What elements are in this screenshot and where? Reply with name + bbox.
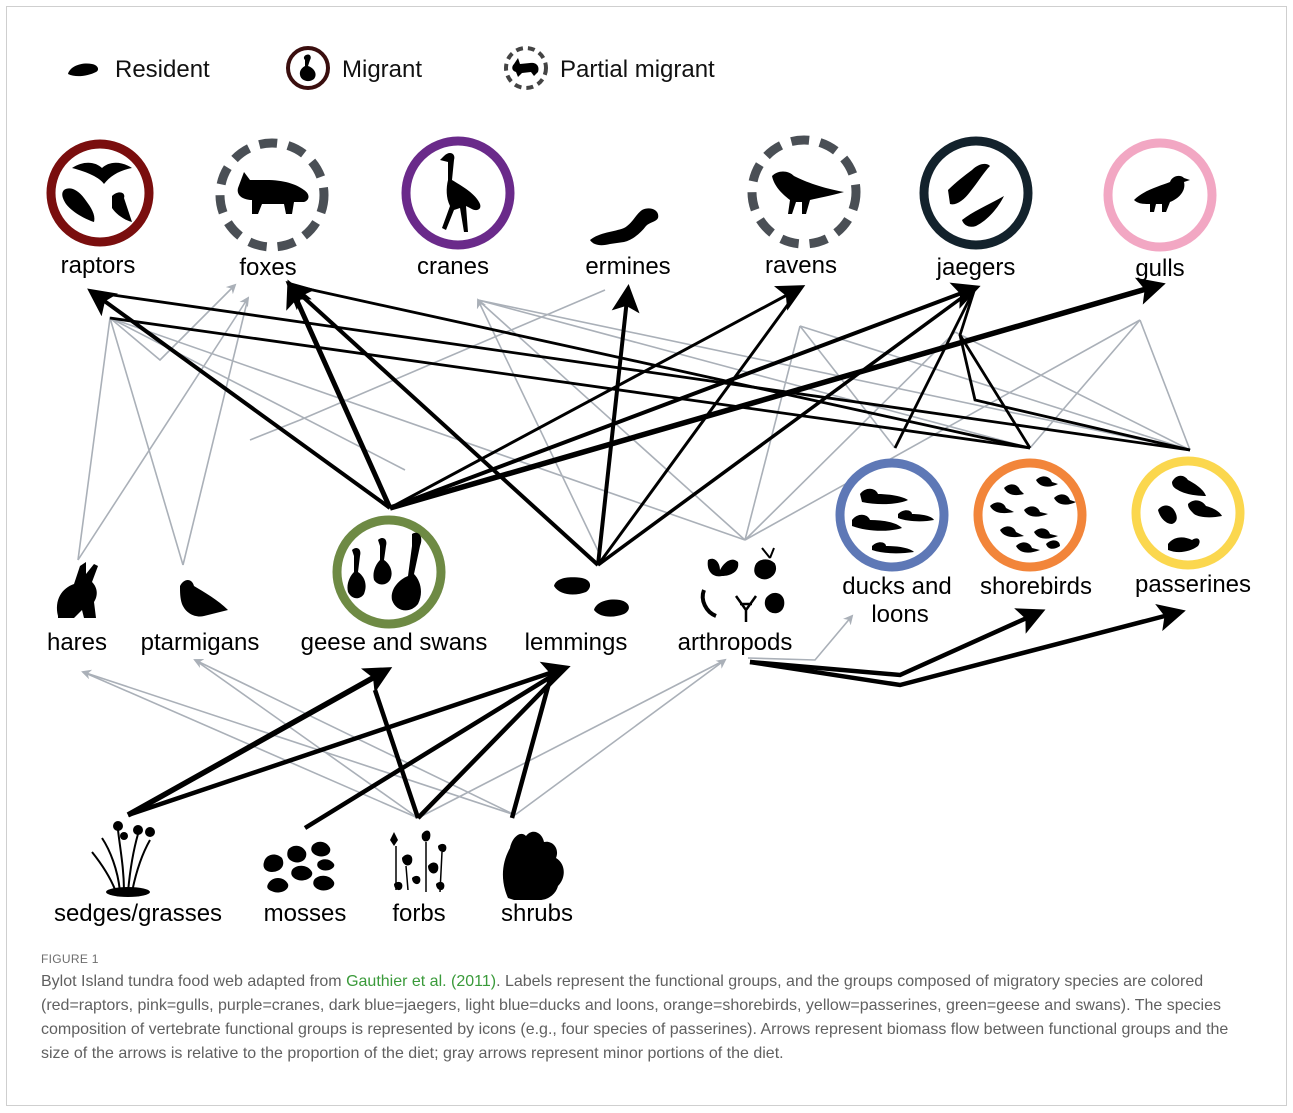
node-lemmings: lemmings (525, 577, 629, 656)
caption-text-start: Bylot Island tundra food web adapted fro… (41, 973, 347, 990)
ptarmigan-icon (180, 580, 228, 617)
legend: Resident Migrant Partial migrant (68, 46, 715, 90)
hare-icon (56, 562, 98, 618)
node-ermines: ermines (585, 208, 671, 280)
crane-icon (440, 153, 481, 232)
shrub-icon (502, 831, 564, 900)
fox-icon (237, 172, 309, 214)
node-label-raptors: raptors (61, 252, 136, 279)
node-label-geese: geese and swans (301, 629, 488, 656)
passerine-icon (1158, 475, 1222, 553)
figure-label: FIGURE 1 (41, 952, 99, 966)
node-mosses: mosses (263, 841, 347, 927)
node-label-ptarmigans: ptarmigans (141, 629, 260, 656)
node-label-sedges: sedges/grasses (54, 900, 222, 927)
node-label-passerines: passerines (1135, 571, 1251, 598)
node-foxes: foxes (215, 138, 329, 281)
node-ravens: ravens (747, 135, 861, 279)
node-ptarmigans: ptarmigans (141, 580, 260, 656)
node-geese-and-swans: geese and swans (301, 515, 488, 656)
node-label-gulls: gulls (1135, 255, 1184, 282)
major-arrows (87, 277, 1191, 830)
node-cranes: cranes (401, 136, 515, 280)
node-shorebirds: shorebirds (973, 458, 1092, 600)
legend-resident-label: Resident (115, 56, 210, 83)
forb-icon (390, 830, 447, 891)
caption-citation-link[interactable]: Gauthier et al. (2011) (346, 973, 497, 990)
spider-icon (754, 547, 776, 580)
raptor-icon (62, 162, 132, 222)
node-label-shrubs: shrubs (501, 900, 573, 927)
node-label-mosses: mosses (264, 900, 347, 927)
node-label-cranes: cranes (417, 253, 489, 280)
food-web-diagram: Resident Migrant Partial migrant (46, 46, 1251, 927)
raven-icon (772, 171, 844, 214)
geese-icon (347, 532, 422, 611)
node-sedges-grasses: sedges/grasses (54, 821, 222, 927)
node-label-ducks-line2: loons (871, 601, 928, 628)
node-label-arthropods: arthropods (678, 629, 793, 656)
legend-partial-label: Partial migrant (560, 56, 715, 83)
node-label-shorebirds: shorebirds (980, 573, 1092, 600)
butterfly-icon (707, 558, 739, 577)
node-shrubs: shrubs (501, 831, 573, 927)
beetle-icon (764, 592, 785, 614)
moss-icon (263, 841, 335, 893)
node-label-foxes: foxes (239, 254, 296, 281)
node-label-hares: hares (47, 629, 107, 656)
node-raptors: raptors (46, 139, 154, 279)
fox-icon (512, 58, 539, 77)
goose-icon (299, 54, 316, 82)
gull-icon (1134, 175, 1190, 212)
lemming-icon (554, 577, 629, 617)
jaeger-icon (948, 163, 1004, 227)
node-forbs: forbs (390, 830, 447, 927)
node-label-jaegers: jaegers (936, 254, 1016, 281)
node-arthropods: arthropods (678, 547, 793, 656)
caption-text-end: . Labels represent the functional groups… (41, 973, 1229, 1062)
figure-frame (6, 6, 1287, 1106)
node-label-ducks-line1: ducks and (842, 573, 951, 600)
ermine-icon (590, 208, 659, 246)
node-hares: hares (47, 562, 107, 656)
sedge-icon (91, 829, 151, 893)
shorebird-icon (990, 476, 1076, 553)
caterpillar-icon (700, 589, 717, 618)
resident-legend-icon (68, 63, 99, 77)
node-label-ravens: ravens (765, 252, 837, 279)
loon-icon (852, 488, 934, 554)
node-ducks-and-loons: ducks and loons (835, 458, 952, 628)
mosquito-icon (734, 595, 758, 622)
node-label-forbs: forbs (392, 900, 445, 927)
node-gulls: gulls (1103, 138, 1217, 282)
node-passerines: passerines (1131, 456, 1251, 598)
node-label-lemmings: lemmings (525, 629, 628, 656)
node-label-ermines: ermines (585, 253, 670, 280)
legend-migrant-label: Migrant (342, 56, 422, 83)
node-jaegers: jaegers (919, 136, 1033, 281)
figure-caption: Bylot Island tundra food web adapted fro… (41, 970, 1256, 1066)
